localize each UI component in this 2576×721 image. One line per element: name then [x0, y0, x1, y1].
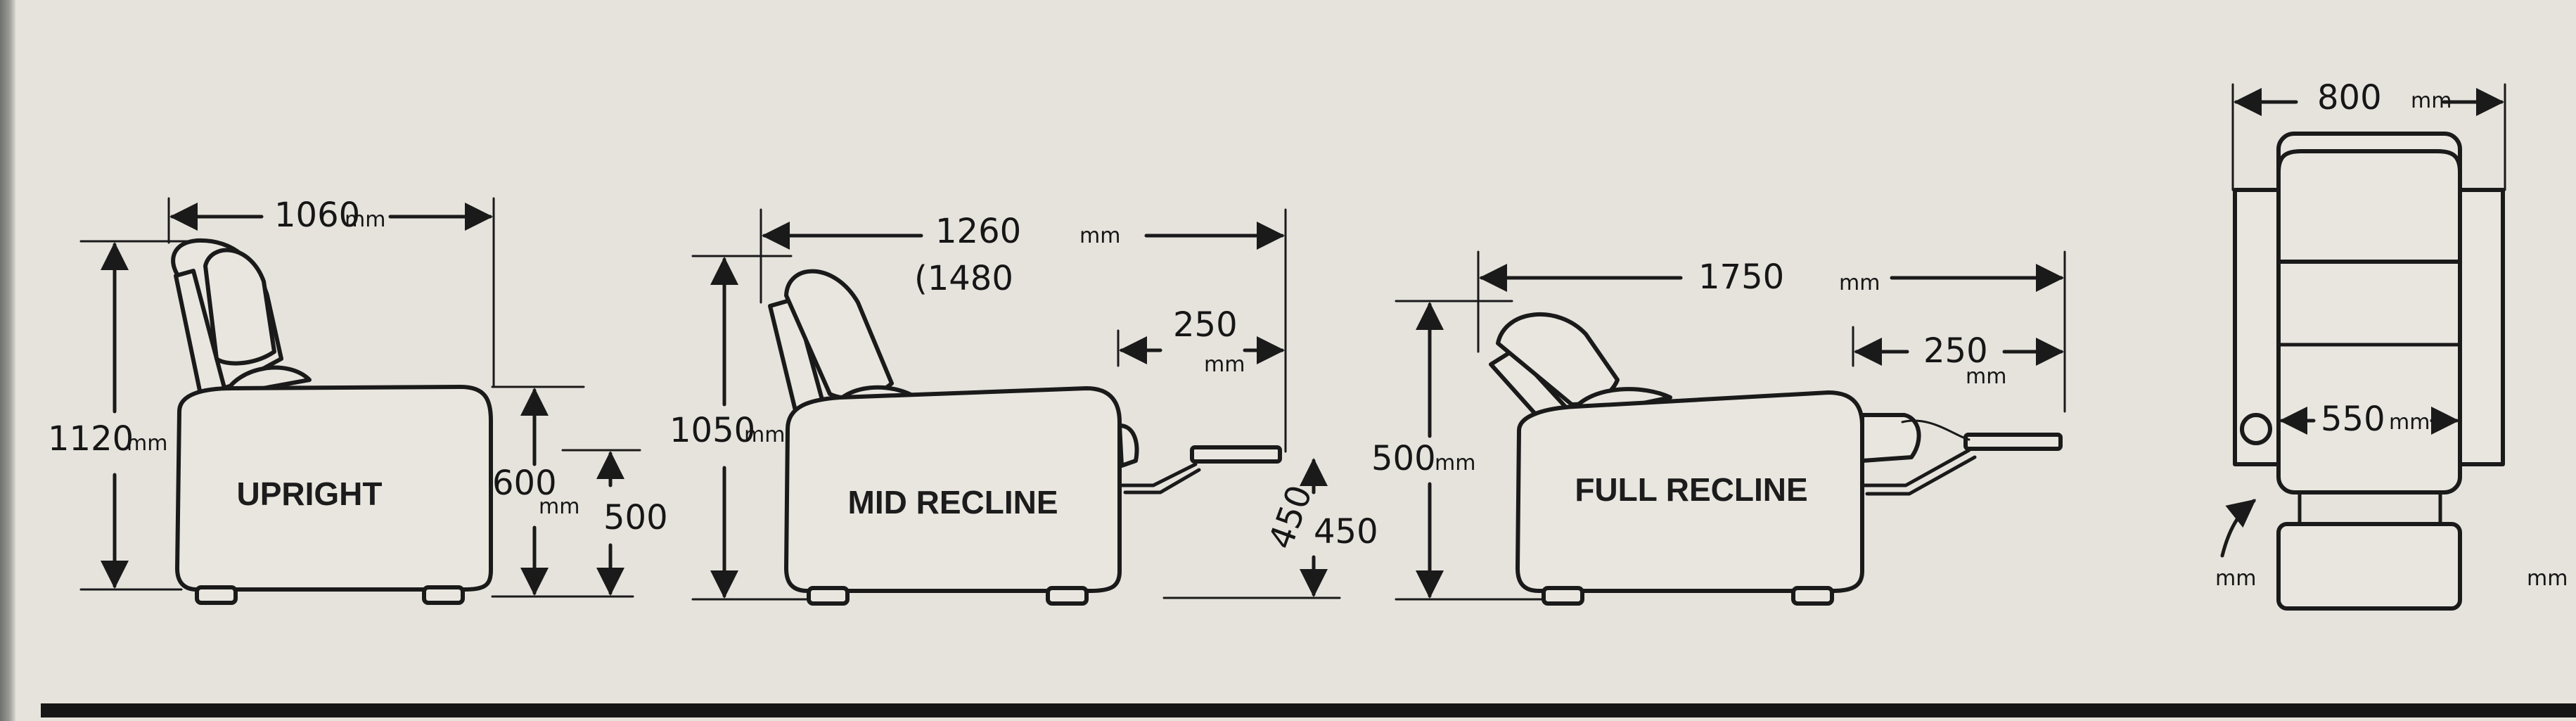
upright-arm-height-unit: mm — [539, 495, 579, 519]
top-control-button — [2240, 413, 2272, 445]
full-foot-left — [1542, 586, 1584, 606]
mid-length-unit: mm — [1079, 224, 1120, 248]
mid-footrest-pad — [1117, 423, 1139, 468]
top-button-pointer — [2220, 499, 2257, 558]
upright-body — [175, 385, 493, 592]
full-recline-label: FULL RECLINE — [1575, 471, 1807, 508]
paper-edge — [0, 0, 15, 721]
mid-footrest-unit: mm — [1204, 352, 1245, 377]
full-footrest-value: 250 — [1923, 331, 1988, 371]
full-footrest-linkage — [1861, 448, 1977, 496]
full-height-value: 500 — [1371, 439, 1436, 478]
bottom-rule — [41, 703, 2576, 717]
full-footrest-unit: mm — [1966, 364, 2006, 389]
mid-body — [784, 386, 1122, 593]
upright-width-unit: mm — [345, 208, 385, 232]
full-recline-view: FULL RECLINE 1750 mm 500 mm 250 mm — [1371, 250, 2066, 606]
full-footrest-pad — [1860, 413, 1921, 463]
top-seat-width-value: 550 — [2321, 400, 2385, 439]
mid-footrest-plate — [1190, 445, 1282, 464]
upright-foot-right — [422, 585, 465, 605]
full-footrest-cable — [1901, 419, 1971, 441]
upright-foot-left — [195, 585, 238, 605]
full-footrest-plate — [1963, 433, 2063, 451]
mid-height-unit: mm — [744, 423, 785, 447]
full-length-unit: mm — [1839, 271, 1880, 295]
mid-recline-view: MID RECLINE 1260 mm (1480 1050 mm 250 mm — [669, 208, 1378, 606]
upright-height-unit: mm — [127, 431, 167, 456]
top-footrest — [2276, 522, 2462, 611]
mid-footrest-height-value-b: 450 — [1314, 512, 1378, 551]
top-width-unit: mm — [2411, 89, 2452, 113]
mid-footrest-height-value-a: 450 — [1261, 480, 1320, 554]
mid-foot-left — [807, 586, 850, 606]
mid-footrest-value: 250 — [1173, 305, 1238, 345]
mid-length-value: 1260 — [935, 212, 1021, 251]
mid-height-value: 1050 — [669, 411, 755, 450]
full-height-unit: mm — [1435, 451, 1475, 476]
upright-width-value: 1060 — [274, 196, 360, 235]
upright-headrest-cushion — [203, 248, 276, 366]
mid-recline-label: MID RECLINE — [848, 484, 1058, 521]
top-width-value: 800 — [2317, 78, 2382, 117]
upright-label: UPRIGHT — [237, 476, 383, 512]
top-view: 800 mm 550 mm mm mm — [2215, 78, 2568, 611]
upright-seat-height-value: 500 — [603, 498, 668, 537]
full-length-value: 1750 — [1698, 257, 1784, 297]
top-right-unit: mm — [2527, 566, 2568, 591]
top-headrest — [2276, 149, 2462, 264]
top-left-unit: mm — [2215, 566, 2256, 591]
top-seat-width-unit: mm — [2389, 410, 2430, 435]
mid-length-alt: (1480 — [914, 259, 1013, 298]
upright-height-value: 1120 — [48, 419, 134, 459]
mid-footrest-linkage — [1120, 462, 1201, 495]
full-foot-right — [1791, 586, 1834, 606]
top-arm-right — [2456, 188, 2505, 466]
mid-foot-right — [1046, 586, 1089, 606]
upright-view: UPRIGHT 1060 mm 1120 mm 600 mm — [48, 196, 668, 605]
upright-arm-height-value: 600 — [492, 464, 557, 503]
